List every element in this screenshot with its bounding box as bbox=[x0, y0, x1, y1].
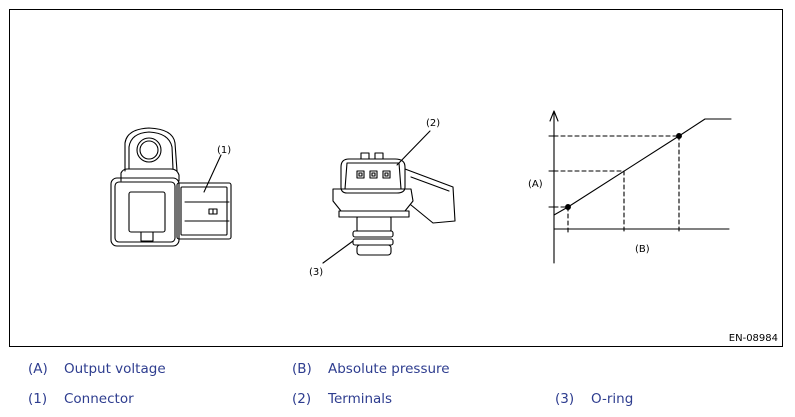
terminals-leader bbox=[396, 130, 431, 166]
o-ring-leader bbox=[322, 240, 354, 264]
callout-terminals: (2) bbox=[426, 118, 440, 129]
output-curve bbox=[553, 118, 732, 216]
legend-row-1: (A) Output voltage (B) Absolute pressure bbox=[0, 361, 795, 381]
output-graph bbox=[548, 110, 732, 264]
legend-key: (3) bbox=[555, 391, 575, 407]
legend-text: Connector bbox=[64, 391, 134, 407]
legend-text: Absolute pressure bbox=[328, 361, 450, 377]
terminals bbox=[340, 152, 406, 194]
sensor-side-view bbox=[110, 127, 232, 247]
axis-label-a: (A) bbox=[528, 179, 543, 190]
callout-o-ring: (3) bbox=[309, 267, 323, 278]
o-ring bbox=[352, 216, 394, 256]
legend-row-2: (1) Connector (2) Terminals (3) O-ring bbox=[0, 391, 795, 411]
connector-leader bbox=[203, 154, 222, 193]
legend-text: Output voltage bbox=[64, 361, 166, 377]
legend-key: (B) bbox=[292, 361, 312, 377]
y-axis-arrow bbox=[549, 110, 559, 122]
mounting-lug bbox=[124, 127, 178, 172]
figure-frame: (1) (2) (3) (A) (B) EN-08984 bbox=[9, 9, 783, 347]
callout-connector: (1) bbox=[217, 145, 231, 156]
legend-key: (A) bbox=[28, 361, 48, 377]
guide-lines bbox=[553, 135, 680, 234]
figure-id-code: EN-08984 bbox=[728, 333, 778, 344]
axis-label-b: (B) bbox=[635, 244, 650, 255]
sensor-front-view bbox=[322, 130, 456, 264]
connector bbox=[176, 182, 232, 240]
legend-key: (1) bbox=[28, 391, 48, 407]
sensor-diagram: (1) (2) (3) (A) (B) bbox=[110, 110, 732, 278]
legend-key: (2) bbox=[292, 391, 312, 407]
legend-text: O-ring bbox=[591, 391, 634, 407]
legend-text: Terminals bbox=[328, 391, 393, 407]
mounting-hole bbox=[136, 137, 162, 163]
